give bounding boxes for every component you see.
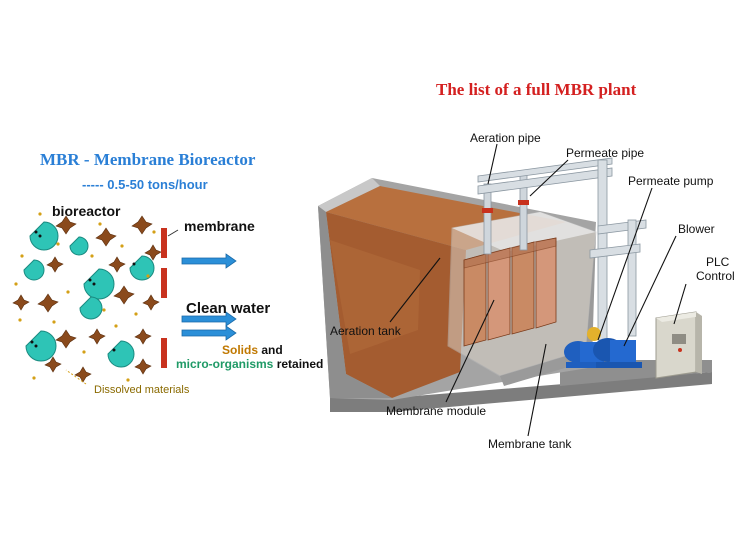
permeate-pipe-label: Permeate pipe xyxy=(566,146,645,160)
bioreactor-label: bioreactor xyxy=(52,203,121,219)
membrane-tank-label: Membrane tank xyxy=(488,437,572,451)
and-label: and xyxy=(258,343,283,357)
clean-water-label: Clean water xyxy=(186,300,271,317)
microbe-icon xyxy=(23,221,155,368)
base-slab xyxy=(330,372,712,412)
solids-label: Solids xyxy=(222,343,259,357)
membrane-label: membrane xyxy=(184,218,255,234)
micro-organisms-label: micro-organisms xyxy=(176,357,274,371)
blower-icon xyxy=(593,338,642,368)
membrane-module-panels xyxy=(463,237,557,347)
aeration-tank-label: Aeration tank xyxy=(330,324,401,338)
retained-label: retained xyxy=(273,357,324,371)
mbr-plant-illustration xyxy=(318,143,712,437)
permeate-pump-label: Permeate pump xyxy=(628,174,714,188)
bioreactor-schematic xyxy=(12,212,237,385)
mbr-title: MBR - Membrane Bioreactor xyxy=(40,150,256,169)
plant-title: The list of a full MBR plant xyxy=(436,80,637,99)
membrane-module-label: Membrane module xyxy=(386,404,487,418)
dissolved-materials-label: Dissolved materials xyxy=(94,384,190,396)
flow-arrows xyxy=(181,253,237,341)
plc-label: PLC xyxy=(706,255,730,269)
solids-particles xyxy=(12,215,162,383)
aeration-pipe-label: Aeration pipe xyxy=(470,131,541,145)
dissolved-dots xyxy=(14,212,156,382)
membrane-bars xyxy=(161,228,167,368)
control-label: Control xyxy=(696,269,735,283)
callout-lines xyxy=(389,143,687,437)
pipe-network xyxy=(477,157,647,341)
plc-control-cabinet xyxy=(655,311,702,379)
pump-icon xyxy=(564,327,610,368)
solids-line: Solids and xyxy=(222,341,283,359)
capacity-subtitle: ----- 0.5-50 tons/hour xyxy=(82,177,208,192)
micro-organisms-line: micro-organisms retained xyxy=(176,355,323,373)
blower-label: Blower xyxy=(678,222,715,236)
